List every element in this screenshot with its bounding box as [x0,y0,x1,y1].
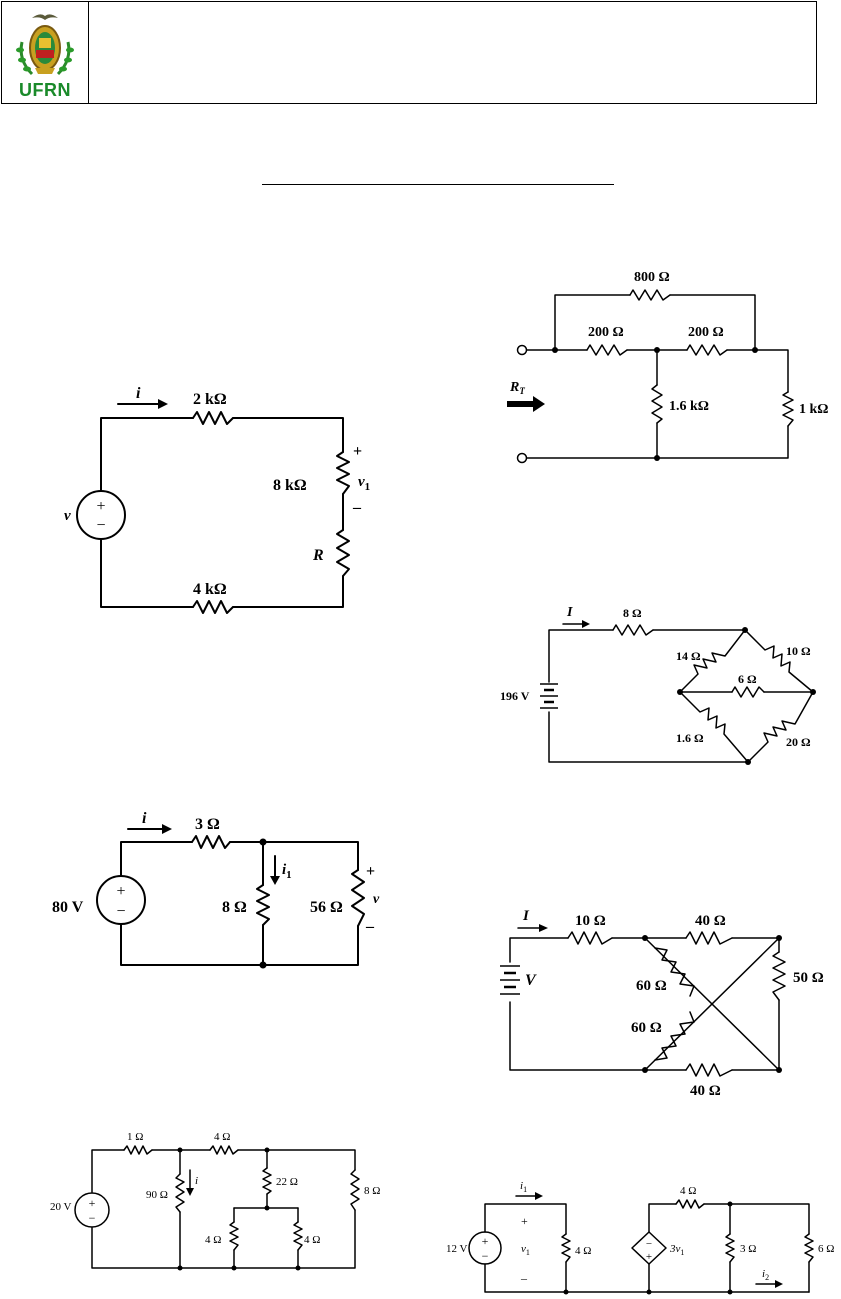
label-6: 6 Ω [818,1243,834,1255]
label-dep: 3v1 [669,1243,684,1257]
label-minus: – [520,1271,528,1285]
label-3: 3 Ω [740,1243,756,1255]
resistor-4-top [676,1200,704,1208]
label-v1: v1 [521,1243,530,1257]
label-4-left: 4 Ω [575,1245,591,1257]
label-i2: i2 [762,1268,769,1282]
src-plus: + [482,1234,489,1248]
label-4-top: 4 Ω [680,1185,696,1197]
resistor-4-left [562,1234,570,1262]
src-minus: − [482,1249,489,1263]
label-i1: i1 [520,1180,527,1194]
dep-plus: + [646,1251,652,1263]
dep-minus: − [646,1238,652,1250]
label-plus: + [521,1214,528,1228]
resistor-3 [726,1234,734,1262]
resistor-6 [805,1234,813,1262]
label-12v: 12 V [446,1243,468,1255]
